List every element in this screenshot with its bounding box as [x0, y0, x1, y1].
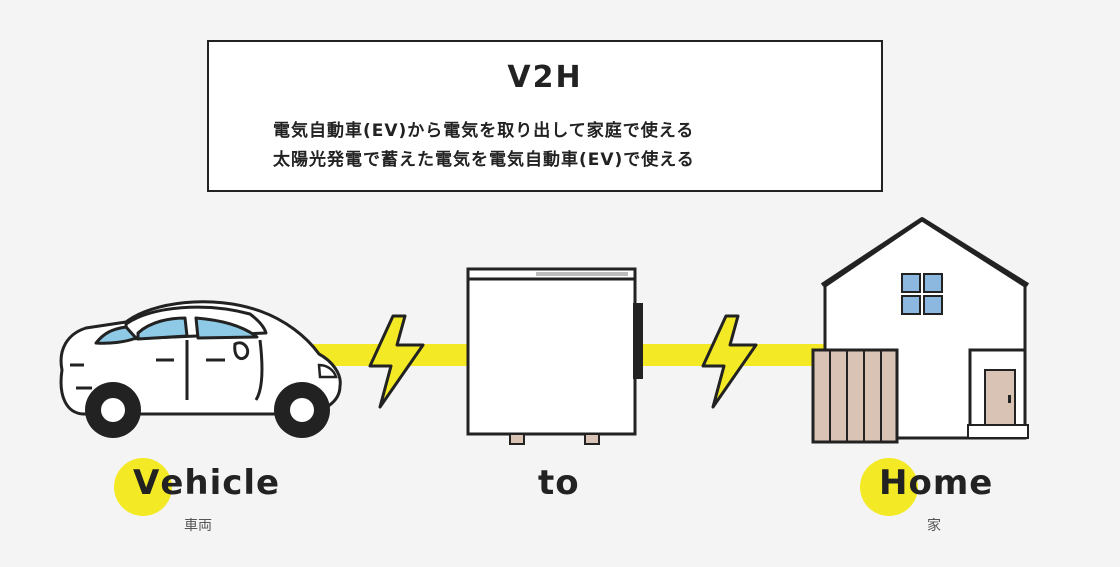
- v2h-unit-icon: [466, 267, 643, 445]
- lightning-bolt-icon: [701, 314, 758, 409]
- label-vehicle: Vehicle 車両: [114, 455, 304, 545]
- vehicle-word: Vehicle: [133, 463, 280, 503]
- description-box: V2H 電気自動車(EV)から電気を取り出して家庭で使える 太陽光発電で蓄えた電…: [207, 40, 883, 192]
- unit-foot-right: [584, 433, 600, 445]
- vehicle-highlight-circle: [114, 458, 172, 516]
- fence-icon: [811, 348, 899, 444]
- lightning-bolt-icon: [368, 314, 425, 409]
- vehicle-subtitle: 車両: [184, 518, 212, 534]
- label-to: to: [538, 463, 580, 503]
- vehicle-initial: V: [133, 463, 161, 503]
- house-window-icon: [901, 273, 943, 315]
- home-initial: H: [879, 463, 909, 503]
- vehicle-rest: ehicle: [160, 463, 281, 503]
- description-line-1: 電気自動車(EV)から電気を取り出して家庭で使える: [273, 121, 695, 141]
- unit-foot-left: [509, 433, 525, 445]
- box-title: V2H: [507, 60, 583, 95]
- label-home: Home 家: [860, 455, 1010, 545]
- home-word: Home: [879, 463, 993, 503]
- house-icon: [811, 217, 1030, 444]
- home-subtitle: 家: [927, 518, 941, 534]
- home-highlight-circle: [860, 458, 918, 516]
- description-line-2: 太陽光発電で蓄えた電気を電気自動車(EV)で使える: [273, 150, 695, 170]
- home-rest: ome: [908, 463, 994, 503]
- car-icon: [59, 300, 342, 438]
